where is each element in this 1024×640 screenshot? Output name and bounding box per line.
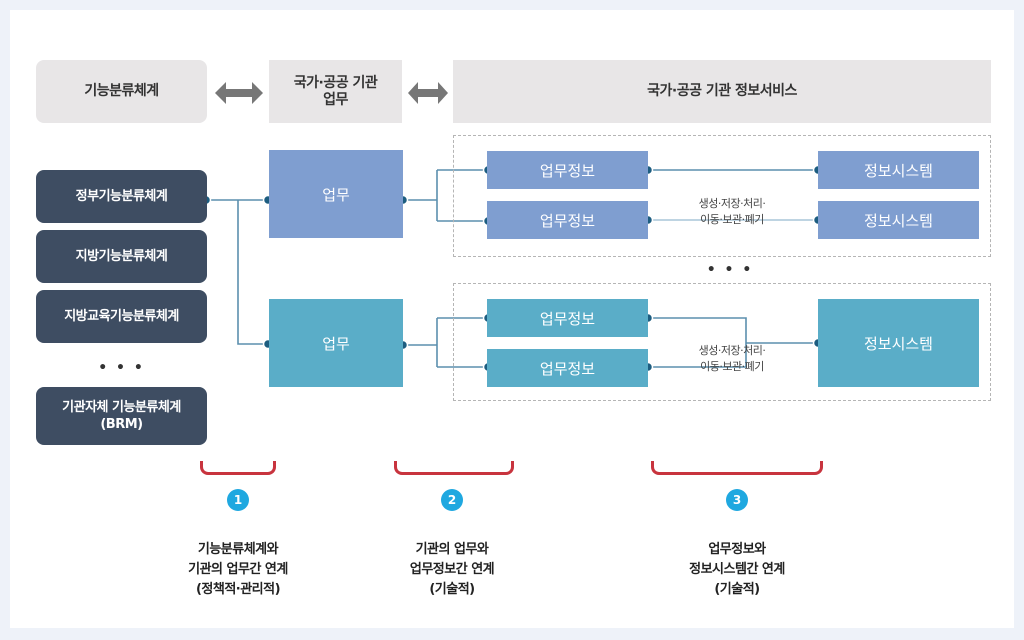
work-info-box: 업무정보 [487,349,648,387]
classification-system-label: 기관자체 기능분류체계 (BRM) [62,400,181,432]
work-info-label: 업무정보 [539,359,596,378]
classification-system-label: 지방교육기능분류체계 [64,309,179,324]
step-caption: 기능분류체계와 기관의 업무간 연계 (정책적·관리적) [158,520,318,600]
info-service-group [453,283,991,401]
info-system-box: 정보시스템 [818,299,979,387]
ellipsis-left: • • • [36,360,207,376]
work-info-box: 업무정보 [487,151,648,189]
classification-system-box: 지방기능분류체계 [36,230,207,283]
step-caption: 업무정보와 정보시스템간 연계 (기술적) [657,520,817,600]
step-badge: 3 [726,489,748,511]
step-caption-text: 기관의 업무와 업무정보간 연계 (기술적) [409,542,495,597]
step-badge: 1 [227,489,249,511]
connector-work2-to-info [403,317,488,368]
work-box-label: 업무 [322,334,350,353]
step-number: 3 [732,493,742,507]
ellipsis-text: • • • [98,360,145,376]
ellipsis-groups: • • • [680,262,780,278]
work-box: 업무 [269,150,403,238]
header-info-services: 국가·공공 기관 정보서비스 [453,60,991,123]
header-agency-work: 국가·공공 기관 업무 [269,60,402,123]
lifecycle-label: 생성·저장·처리· 이동·보관·폐기 [676,327,788,375]
classification-system-box: 정부기능분류체계 [36,170,207,223]
work-info-label: 업무정보 [539,211,596,230]
work-info-box: 업무정보 [487,201,648,239]
connector-system-to-work2 [237,200,268,345]
step-caption: 기관의 업무와 업무정보간 연계 (기술적) [372,520,532,600]
work-info-box: 업무정보 [487,299,648,337]
info-system-label: 정보시스템 [863,211,933,230]
info-system-label: 정보시스템 [863,161,933,180]
work-info-label: 업무정보 [539,161,596,180]
lifecycle-text: 생성·저장·처리· 이동·보관·폐기 [698,344,766,373]
step-bracket [651,461,823,475]
work-box: 업무 [269,299,403,387]
step-caption-text: 기능분류체계와 기관의 업무간 연계 (정책적·관리적) [188,542,288,597]
header-classification-label: 기능분류체계 [84,83,159,99]
step-badge: 2 [441,489,463,511]
step-number: 2 [447,493,457,507]
classification-system-label: 정부기능분류체계 [75,189,168,204]
info-system-box: 정보시스템 [818,151,979,189]
connector-info-to-system-group2 [648,317,818,368]
lifecycle-label: 생성·저장·처리· 이동·보관·폐기 [676,180,788,228]
header-classification-system: 기능분류체계 [36,60,207,123]
header-agency-work-label: 국가·공공 기관 업무 [293,74,378,108]
double-arrow-icon [408,82,448,104]
info-service-group [453,135,991,257]
work-box-label: 업무 [322,185,350,204]
lifecycle-text: 생성·저장·처리· 이동·보관·폐기 [698,197,766,226]
double-arrow-icon [215,82,263,104]
classification-system-box: 기관자체 기능분류체계 (BRM) [36,387,207,445]
connector-work1-to-info [403,169,488,222]
info-system-box: 정보시스템 [818,201,979,239]
step-bracket [394,461,514,475]
header-info-services-label: 국가·공공 기관 정보서비스 [647,83,797,99]
info-system-label: 정보시스템 [863,334,933,353]
classification-system-label: 지방기능분류체계 [75,249,168,264]
ellipsis-text: • • • [706,262,754,278]
step-number: 1 [233,493,243,507]
work-info-label: 업무정보 [539,309,596,328]
classification-system-box: 지방교육기능분류체계 [36,290,207,343]
step-caption-text: 업무정보와 정보시스템간 연계 (기술적) [689,542,785,597]
step-bracket [200,461,276,475]
